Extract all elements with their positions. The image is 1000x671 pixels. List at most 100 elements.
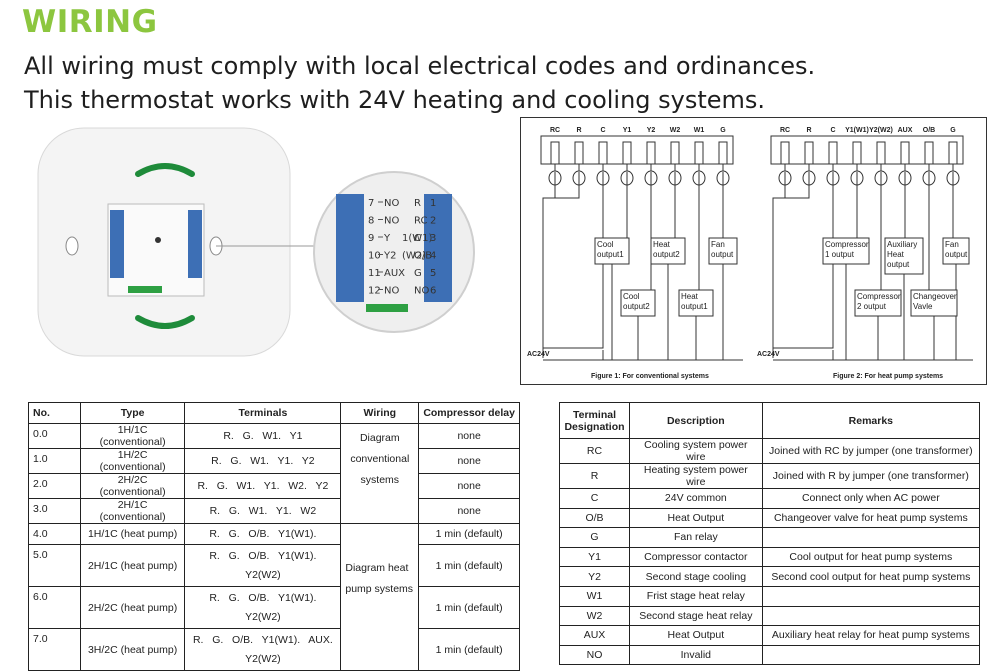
output-box-frame [650,237,686,265]
cell-delay: none [418,473,520,499]
cell-remarks [761,527,981,548]
cell-terminals: R. G. O/B. Y1(W1). Y2(W2) [184,586,342,629]
cell-no: 1.0 [28,448,81,474]
terminals-line: R. G. W1. Y1. Y2 [211,454,315,467]
output-box-text: Fan [711,240,725,249]
output-box-text: Cool [597,240,614,249]
terminal-label: R [806,127,811,134]
output-box-frame [678,289,714,317]
terminals-line: R. G. W1. Y1. W2 [209,504,317,517]
cell-description: Second stage heat relay [628,605,763,627]
output-box-text: 1 output [825,250,855,259]
output-box-text: Heat [681,292,699,301]
output-box-text: Compressor [857,292,901,301]
wiring-line: Diagram heat [345,562,409,574]
wiring-diagram-svg: Figure 1: For conventional systems Figur… [527,118,973,384]
output-box-text: output [887,260,910,269]
cell-type: 1H/1C (heat pump) [79,523,186,545]
cell-description: Heating system power wire [628,463,763,489]
cell-remarks: Changeover valve for heat pump systems [761,507,981,529]
output-box-frame [942,237,970,265]
center-hole [155,237,161,243]
cell-no: 2.0 [28,473,81,499]
output-box-text: Compressor [825,240,869,249]
col-terminal-designation: Terminal Designation [559,402,630,439]
output-box-text: Cool [623,292,640,301]
cell-terminals: R. G. W1. Y1. Y2 [184,448,342,474]
zoom-right-terminal-label: O/B [414,251,432,262]
terminal-slot [852,141,862,165]
cell-remarks [761,605,981,627]
col-remarks: Remarks [761,402,981,439]
cell-description: Cooling system power wire [628,438,763,464]
fig1-ac-label: AC24V [527,351,550,358]
cell-remarks [761,644,981,666]
cell-description: Frist stage heat relay [628,585,763,607]
cell-terminal: AUX [559,625,630,646]
cell-no: 3.0 [28,498,81,524]
cell-terminal: W2 [559,605,630,627]
terminal-label: O/B [923,127,935,134]
cell-no: 6.0 [28,586,81,629]
col-type: Type [79,402,186,424]
intro-line-1: All wiring must comply with local electr… [24,52,816,80]
cell-delay: none [418,423,520,449]
terminal-label: C [830,127,835,134]
output-box-text: Heat [887,250,905,259]
terminal-slot [622,141,632,165]
cell-description: 24V common [628,488,763,509]
jumper-wire [784,185,810,199]
page-title: WIRING [22,4,158,40]
terminals-line: R. G. W1. Y1. W2. Y2 [197,479,329,492]
zoom-right-terminal-label: RC [414,216,427,227]
zoom-right-terminal-number: 3 [430,233,436,244]
terminal-slot [876,141,886,165]
col-terminals: Terminals [184,402,342,424]
zoom-left-terminal-number: 10 [368,251,381,262]
cell-no: 4.0 [28,523,81,545]
zoom-left-connector [336,194,364,302]
zoom-left-terminal-label: AUX [384,268,405,279]
terminal-slot [948,141,958,165]
top-clip [135,163,195,177]
zoom-left-terminal-number: 8 [368,216,374,227]
zoom-right-terminal-number: 2 [430,216,436,227]
cell-delay: 1 min (default) [418,523,520,545]
zoom-left-terminal-number: 11 [368,268,381,279]
cell-terminal: NO [559,644,630,666]
terminal-strip [770,135,964,165]
terminal-strip [540,135,734,165]
terminals-line: R. G. O/B. Y1(W1). [209,591,317,604]
cell-terminal: W1 [559,585,630,607]
cell-no: 7.0 [28,628,81,671]
cell-type: 1H/1C (conventional) [79,423,186,449]
output-box-text: Changeover [913,292,957,301]
terminal-slot [804,141,814,165]
fig2-caption: Figure 2: For heat pump systems [833,373,943,380]
output-box-frame [884,237,924,275]
terminals-line: Y2(W2) [245,652,281,665]
zoom-right-terminal-label: NO [414,286,429,297]
zoom-right-terminal-number: 4 [430,251,436,262]
zoom-right-connector [424,194,452,302]
zoom-left-terminal-number: 7 [368,198,374,209]
output-box-text: output2 [653,250,680,259]
wiring-line: Diagram [359,432,400,444]
terminals-line: Y2(W2) [245,610,281,623]
output-box-frame [910,289,958,317]
cell-delay: 1 min (default) [418,628,520,671]
cell-description: Invalid [628,644,763,666]
intro-line-2: This thermostat works with 24V heating a… [24,86,766,114]
common-wire [543,185,604,349]
zoom-left-terminal-label: NO [384,216,399,227]
